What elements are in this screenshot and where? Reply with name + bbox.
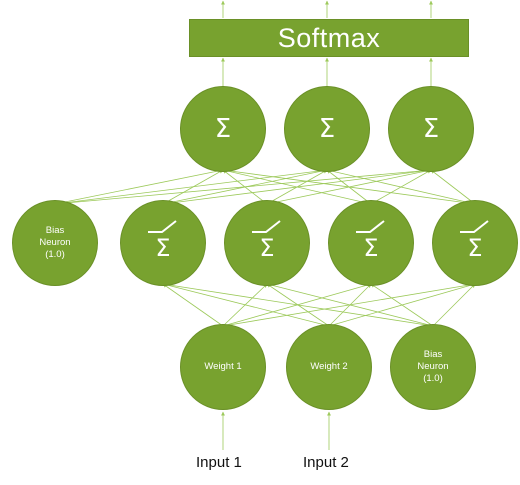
bias-line-1: Bias [423, 349, 443, 361]
bias-line-3: (1.0) [45, 248, 65, 260]
hidden-to-output-edge [162, 169, 224, 205]
softmax-box: Softmax [189, 19, 469, 57]
output-neuron-2: Σ [284, 86, 370, 172]
output-neuron-3: Σ [388, 86, 474, 172]
sum-symbol: Σ [422, 114, 440, 144]
hidden-to-output-edge [54, 168, 328, 205]
softmax-label: Softmax [277, 22, 381, 53]
hidden-to-output-edge [430, 169, 476, 205]
hidden-neuron-3: Σ [328, 200, 414, 286]
hidden-to-output-edge [222, 168, 476, 205]
hidden-neuron-1: Σ [120, 200, 206, 286]
hidden-neuron-2: Σ [224, 200, 310, 286]
input-to-hidden-edge [162, 282, 330, 327]
relu-icon [252, 220, 281, 233]
relu-icon [148, 220, 177, 233]
bias-line-1: Bias [45, 225, 65, 237]
sum-symbol: Σ [318, 114, 336, 144]
bias-line-2: Neuron [417, 361, 449, 373]
hidden-to-output-edge [326, 168, 476, 205]
input-to-hidden-edge [162, 283, 224, 327]
sum-symbol: Σ [259, 234, 275, 262]
sum-symbol: Σ [467, 234, 483, 262]
sum-symbol: Σ [363, 234, 379, 262]
hidden-bias-neuron: Bias Neuron (1.0) [12, 200, 98, 286]
input-to-hidden-edge [432, 283, 476, 327]
relu-icon [460, 220, 489, 233]
input-label-1: Input 1 [196, 454, 242, 471]
weight-neuron-2: Weight 2 [286, 324, 372, 410]
hidden-to-output-edge [54, 168, 432, 205]
input-to-hidden-edge [266, 282, 434, 327]
input-bias-neuron: Bias Neuron (1.0) [390, 324, 476, 410]
bias-line-2: Neuron [39, 237, 71, 249]
bias-line-3: (1.0) [423, 372, 443, 384]
hidden-to-output-edge [54, 168, 224, 205]
hidden-to-output-edge [222, 169, 268, 205]
output-neuron-1: Σ [180, 86, 266, 172]
sum-symbol: Σ [214, 114, 232, 144]
weight-label: Weight 1 [204, 361, 242, 373]
input-label-2: Input 2 [303, 454, 349, 471]
weight-neuron-1: Weight 1 [180, 324, 266, 410]
weight-label: Weight 2 [310, 361, 348, 373]
input-to-hidden-edge [370, 283, 434, 327]
relu-icon [356, 220, 385, 233]
hidden-neuron-4: Σ [432, 200, 518, 286]
sum-symbol: Σ [155, 234, 171, 262]
hidden-to-output-edge [222, 168, 372, 205]
edge-group [54, 0, 476, 450]
input-to-hidden-edge [162, 282, 434, 327]
